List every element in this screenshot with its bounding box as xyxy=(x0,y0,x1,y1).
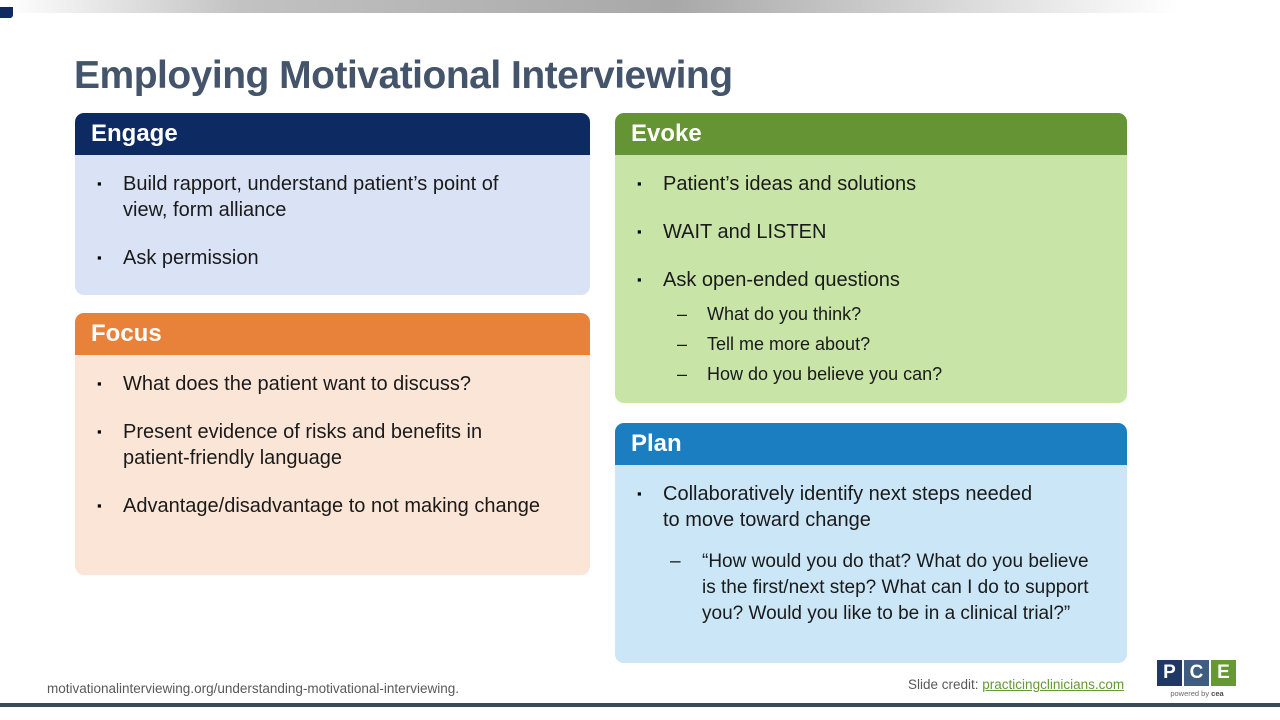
list-item: ▪ Present evidence of risks and benefits… xyxy=(75,419,590,471)
list-item: ▪ Patient’s ideas and solutions xyxy=(615,171,1127,197)
pce-logo: P C E powered by cea xyxy=(1157,660,1237,698)
logo-tagline: powered by cea xyxy=(1157,689,1237,698)
list-item: ▪ Build rapport, understand patient’s po… xyxy=(75,171,590,223)
list-item: ▪ Ask permission xyxy=(75,245,590,271)
slide-title: Employing Motivational Interviewing xyxy=(74,54,733,98)
focus-card-title: Focus xyxy=(91,320,162,347)
sub-bullet-text: “How would you do that? What do you beli… xyxy=(702,551,1089,624)
dash-bullet-icon: – xyxy=(677,304,688,324)
bullet-text: Advantage/disadvantage to not making cha… xyxy=(123,495,540,517)
engage-card-header: Engage xyxy=(75,113,590,155)
square-bullet-icon: ▪ xyxy=(97,250,102,265)
list-item: ▪ What does the patient want to discuss? xyxy=(75,371,590,397)
dash-bullet-icon: – xyxy=(670,551,681,572)
logo-letter-c: C xyxy=(1184,660,1209,686)
dash-bullet-icon: – xyxy=(677,334,688,354)
square-bullet-icon: ▪ xyxy=(637,224,642,239)
bullet-text: What does the patient want to discuss? xyxy=(123,373,471,395)
engage-card-title: Engage xyxy=(91,120,178,147)
square-bullet-icon: ▪ xyxy=(97,376,102,391)
plan-card-header: Plan xyxy=(615,423,1127,465)
square-bullet-icon: ▪ xyxy=(637,272,642,287)
square-bullet-icon: ▪ xyxy=(637,176,642,191)
bullet-text: Ask open-ended questions xyxy=(663,269,900,291)
sub-list-item: – How do you believe you can? xyxy=(677,359,1127,389)
sub-list-item: – “How would you do that? What do you be… xyxy=(670,549,1127,627)
plan-card: Plan ▪ Collaboratively identify next ste… xyxy=(615,423,1127,663)
focus-card-body: ▪ What does the patient want to discuss?… xyxy=(75,355,590,575)
corner-accent-block xyxy=(0,7,13,18)
credit-link[interactable]: practicingclinicians.com xyxy=(982,677,1125,692)
engage-card-body: ▪ Build rapport, understand patient’s po… xyxy=(75,155,590,295)
plan-card-body: ▪ Collaboratively identify next steps ne… xyxy=(615,465,1127,663)
evoke-card-body: ▪ Patient’s ideas and solutions ▪ WAIT a… xyxy=(615,155,1127,403)
evoke-card-header: Evoke xyxy=(615,113,1127,155)
list-item: ▪ Ask open-ended questions xyxy=(615,267,1127,293)
sub-bullet-text: How do you believe you can? xyxy=(707,364,943,384)
bullet-text: Build rapport, understand patient’s poin… xyxy=(123,173,499,221)
sub-bullet-text: What do you think? xyxy=(707,304,862,324)
credit-label: Slide credit: xyxy=(908,677,983,692)
engage-card: Engage ▪ Build rapport, understand patie… xyxy=(75,113,590,295)
focus-card-header: Focus xyxy=(75,313,590,355)
bullet-text: Present evidence of risks and benefits i… xyxy=(123,421,483,469)
slide-credit: Slide credit: practicingclinicians.com xyxy=(908,677,1124,692)
bullet-text: WAIT and LISTEN xyxy=(663,221,827,243)
tagline-prefix: powered by xyxy=(1170,689,1212,698)
logo-letter-p: P xyxy=(1157,660,1182,686)
sub-list-item: – Tell me more about? xyxy=(677,329,1127,359)
list-item: ▪ WAIT and LISTEN xyxy=(615,219,1127,245)
square-bullet-icon: ▪ xyxy=(97,176,102,191)
list-item: ▪ Advantage/disadvantage to not making c… xyxy=(75,493,590,519)
top-gradient-bar xyxy=(13,0,1280,13)
sub-bullet-text: Tell me more about? xyxy=(707,334,871,354)
pce-logo-squares: P C E xyxy=(1157,660,1237,686)
focus-card: Focus ▪ What does the patient want to di… xyxy=(75,313,590,575)
sub-list-item: – What do you think? xyxy=(677,299,1127,329)
dash-bullet-icon: – xyxy=(677,364,688,384)
square-bullet-icon: ▪ xyxy=(637,486,642,501)
bottom-divider-bar xyxy=(0,703,1280,707)
square-bullet-icon: ▪ xyxy=(97,424,102,439)
bullet-text: Collaboratively identify next steps need… xyxy=(663,483,1033,531)
logo-letter-e: E xyxy=(1211,660,1236,686)
evoke-card-title: Evoke xyxy=(631,120,702,147)
bullet-text: Ask permission xyxy=(123,247,259,269)
evoke-card: Evoke ▪ Patient’s ideas and solutions ▪ … xyxy=(615,113,1127,403)
tagline-brand: cea xyxy=(1211,689,1224,698)
plan-card-title: Plan xyxy=(631,430,682,457)
bullet-text: Patient’s ideas and solutions xyxy=(663,173,917,195)
square-bullet-icon: ▪ xyxy=(97,498,102,513)
list-item: ▪ Collaboratively identify next steps ne… xyxy=(615,481,1127,533)
source-url-text: motivationalinterviewing.org/understandi… xyxy=(47,681,459,696)
